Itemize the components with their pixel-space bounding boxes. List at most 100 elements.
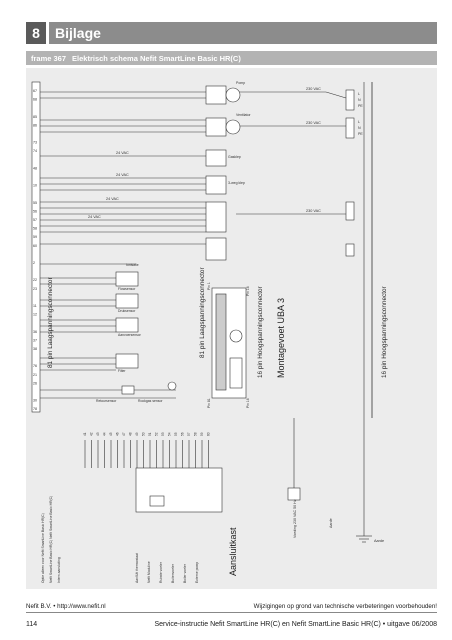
left-pin-number: 48 xyxy=(33,166,37,170)
left-pin-number: 23 xyxy=(33,287,37,291)
label-ionisatie: Ionisatie xyxy=(126,263,139,267)
pressure-sensor xyxy=(115,293,139,309)
label-pomp: Pomp xyxy=(236,81,245,85)
frame-caption: frame 367 Elektrisch schema Nefit SmartL… xyxy=(26,51,437,65)
pump-relay xyxy=(205,85,227,105)
return-sensor xyxy=(121,385,135,395)
bottom-pin-number: 54 xyxy=(168,432,172,436)
bottom-pin-number: 45 xyxy=(109,432,113,436)
wire-lines xyxy=(40,91,347,399)
label-montagevoet: Montagevoet UBA 3 xyxy=(276,298,286,378)
ext-label-1: Aan/Uit thermostaat xyxy=(135,553,139,583)
left-pin-number: 22 xyxy=(33,278,37,282)
bottom-pin-number: 46 xyxy=(116,432,120,436)
label-voeding: Voeding 230 VAC 50 Hz xyxy=(293,499,297,538)
uba-board xyxy=(211,287,247,399)
top-terminal-block xyxy=(345,89,355,257)
left-pin-number: 12 xyxy=(33,313,37,317)
bottom-pin-number: 50 xyxy=(142,432,146,436)
legend-item-2: Nefit SmartLine Basic HR(C) Nefit SmartL… xyxy=(49,496,53,583)
label-aarde-2: Aarde xyxy=(329,518,333,528)
filter-block xyxy=(115,353,139,369)
label-pin81: Pin 81 xyxy=(207,398,211,408)
label-aansluitkast: Aansluitkast xyxy=(228,527,238,576)
label-retoursensor: Retoursensor xyxy=(96,399,117,403)
bottom-pin-number: 52 xyxy=(155,432,159,436)
left-pin-number: 73 xyxy=(33,141,37,145)
left-pin-number: 21 xyxy=(33,373,37,377)
components xyxy=(205,85,241,261)
term-mid-pe: PE xyxy=(358,132,363,136)
page-number: 114 xyxy=(26,621,38,628)
bottom-pin-number: 60 xyxy=(207,432,211,436)
left-pin-number: 78 xyxy=(33,407,37,411)
term-top-n: N xyxy=(358,98,361,102)
document-title: Service-instructie Nefit SmartLine HR(C)… xyxy=(154,621,437,628)
bottom-pin-number: 43 xyxy=(96,432,100,436)
left-pin-number: 57 xyxy=(33,218,37,222)
rookgas-sensor-icon xyxy=(167,381,177,391)
bottom-pin-number: 58 xyxy=(194,432,198,436)
bottom-pin-number: 59 xyxy=(200,432,204,436)
fan-relay xyxy=(205,117,227,137)
ext-label-6: Externe pomp xyxy=(195,562,199,583)
fan-motor-icon xyxy=(225,119,241,135)
label-16pin-mount: 16 pin Hoogspanningsconnector xyxy=(257,285,264,378)
ext-label-2: Nefit Moduline xyxy=(147,561,151,583)
left-pin-number: 67 xyxy=(33,89,37,93)
term-mid-n: N xyxy=(358,126,361,130)
left-pin-strip xyxy=(31,81,41,413)
label-3weg: 3-weg klep xyxy=(228,181,245,185)
bottom-pin-number: 42 xyxy=(90,432,94,436)
bottom-wires xyxy=(84,440,209,468)
voltage-230vac-3: 230 VAC xyxy=(306,209,321,213)
footer-divider xyxy=(26,612,437,613)
voltage-24vac-4: 24 VAC xyxy=(88,215,101,219)
left-pin-number: 86 xyxy=(33,123,37,127)
earth-symbol-icon xyxy=(356,418,372,543)
legend-item-3: Intern aansluiting xyxy=(57,557,61,583)
left-pin-number: 58 xyxy=(33,227,37,231)
label-flowsensor: Flowsensor xyxy=(118,287,136,291)
bottom-pin-number: 49 xyxy=(135,432,139,436)
left-pin-number: 60 xyxy=(33,244,37,248)
legend-item-1: Optie alleen voor Nefit SmartLine Basic … xyxy=(41,513,45,583)
voltage-230vac-2: 230 VAC xyxy=(306,121,321,125)
label-ventilator: Ventilator xyxy=(236,113,251,117)
ext-label-4: Buitenvoeler xyxy=(171,563,175,583)
bottom-pin-number: 41 xyxy=(83,432,87,436)
label-81pin-connector: 81 pin Laagspanningsconnector xyxy=(47,277,54,368)
gas-valve-relay xyxy=(205,149,227,167)
label-rookgas: Rookgas sensor xyxy=(138,399,163,403)
label-pin16: Pin 16 xyxy=(246,286,250,296)
rc-unit xyxy=(149,495,165,507)
left-pin-number: 10 xyxy=(33,184,37,188)
chapter-number: 8 xyxy=(26,22,46,44)
left-pin-numbers: 6768858673744810555657585960222231112363… xyxy=(33,89,37,411)
left-pin-number: 59 xyxy=(33,235,37,239)
frame-id: frame 367 xyxy=(31,53,67,63)
ext-label-5: Boiler voeler xyxy=(183,563,187,583)
left-pin-number: 68 xyxy=(33,98,37,102)
footer-disclaimer: Wijzigingen op grond van technische verb… xyxy=(253,603,437,610)
term-mid-l: L xyxy=(358,120,360,124)
voltage-24vac-2: 24 VAC xyxy=(116,173,129,177)
label-aanvoersensor: Aanvoersensor xyxy=(118,333,142,337)
left-pin-number: 26 xyxy=(33,381,37,385)
pump-motor-icon xyxy=(225,87,241,103)
3way-valve-relay xyxy=(205,175,227,195)
bottom-pin-number: 57 xyxy=(187,432,191,436)
flow-sensor xyxy=(115,271,139,287)
external-device-labels: Aan/Uit thermostaat Nefit Moduline Ruimt… xyxy=(135,553,199,583)
bottom-pin-number: 48 xyxy=(129,432,133,436)
left-pin-number: 56 xyxy=(33,209,37,213)
transformer xyxy=(205,201,227,233)
label-16pin-right: 16 pin Hoogspanningsconnector xyxy=(381,285,388,378)
label-druksensor: Druksensor xyxy=(118,309,136,313)
left-pin-number: 2 xyxy=(33,261,35,265)
left-pin-number: 37 xyxy=(33,338,37,342)
left-pin-number: 11 xyxy=(33,304,37,308)
legend: Optie alleen voor Nefit SmartLine Basic … xyxy=(41,496,61,583)
